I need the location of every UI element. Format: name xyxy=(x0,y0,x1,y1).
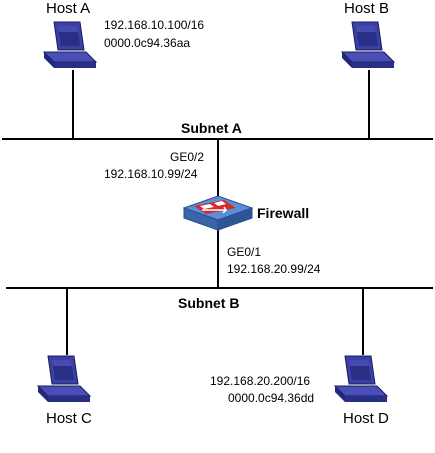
firewall-upper-port-name: GE0/2 xyxy=(170,150,205,164)
desktop-computer-icon xyxy=(36,355,92,402)
firewall-name: Firewall xyxy=(257,205,310,221)
firewall-lower-port-ip: 192.168.20.99/24 xyxy=(227,262,321,276)
host-d-ip: 192.168.20.200/16 xyxy=(210,374,311,388)
host-a-name: Host A xyxy=(46,0,91,17)
host-d-name: Host D xyxy=(343,410,389,427)
host-a-mac: 0000.0c94.36aa xyxy=(104,36,191,50)
host-a-ip: 192.168.10.100/16 xyxy=(104,18,205,32)
host-b-name: Host B xyxy=(344,0,390,17)
desktop-computer-icon xyxy=(42,21,98,68)
desktop-computer-icon xyxy=(340,21,396,68)
host-c-name: Host C xyxy=(46,410,92,427)
firewall-router-icon xyxy=(182,195,254,231)
desktop-computer-icon xyxy=(333,355,389,402)
firewall-upper-port-ip: 192.168.10.99/24 xyxy=(104,167,198,181)
firewall-lower-port-name: GE0/1 xyxy=(227,245,262,259)
host-d-mac: 0000.0c94.36dd xyxy=(228,391,315,405)
subnet-a-label: Subnet A xyxy=(181,120,242,136)
subnet-b-label: Subnet B xyxy=(178,295,240,311)
